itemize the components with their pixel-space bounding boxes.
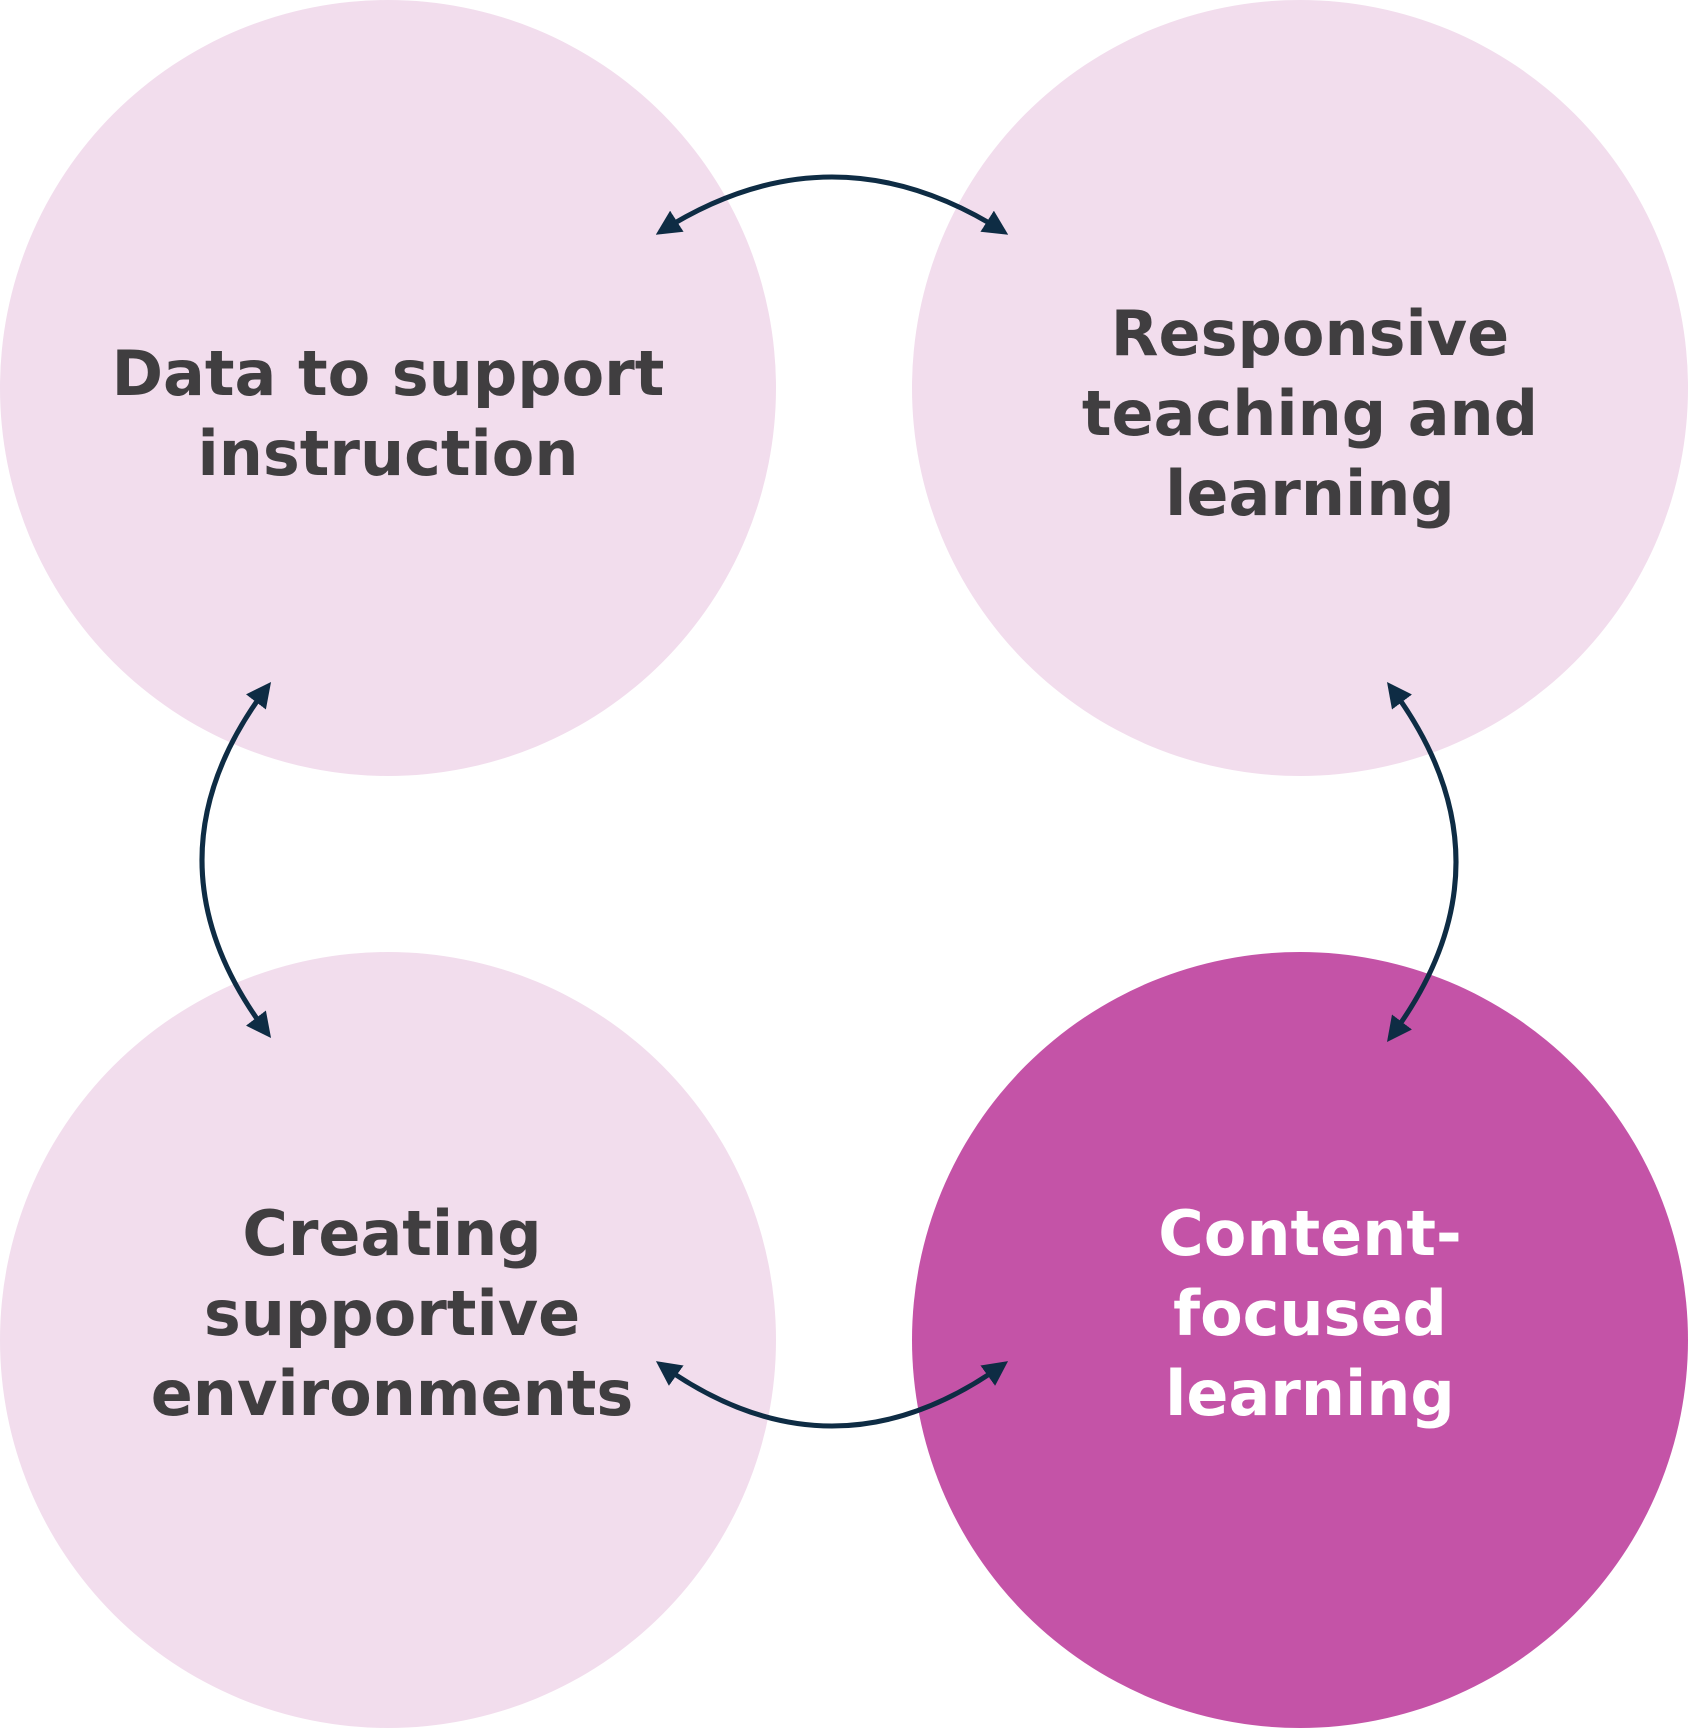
circle-responsive-teaching (912, 0, 1688, 776)
label-line: instruction (197, 417, 579, 490)
label-line: Data to support (111, 337, 665, 410)
label-line: environments (150, 1357, 634, 1430)
label-line: learning (1165, 1357, 1455, 1430)
arrow-data-responsive (655, 174, 1009, 235)
arrow-data-environments (199, 682, 272, 1038)
label-line: Responsive (1110, 297, 1510, 370)
label-line: supportive (203, 1277, 581, 1350)
label-line: Creating (242, 1197, 542, 1270)
label-responsive-teaching: Responsive teaching and learning (1030, 294, 1590, 534)
circle-data-to-support-instruction (0, 0, 776, 776)
circle-creating-supportive-environments (0, 952, 776, 1728)
label-line: focused (1173, 1277, 1447, 1350)
label-line: teaching and (1081, 377, 1539, 450)
label-line: learning (1165, 457, 1455, 530)
arrow-environments-content (655, 1361, 1009, 1429)
label-creating-supportive-environments: Creating supportive environments (112, 1194, 672, 1434)
label-content-focused-learning: Content- focused learning (1030, 1194, 1590, 1434)
arrow-responsive-content (1387, 681, 1459, 1043)
label-data-to-support-instruction: Data to support instruction (108, 334, 668, 494)
circle-content-focused-learning (912, 952, 1688, 1728)
label-line: Content- (1158, 1197, 1462, 1270)
